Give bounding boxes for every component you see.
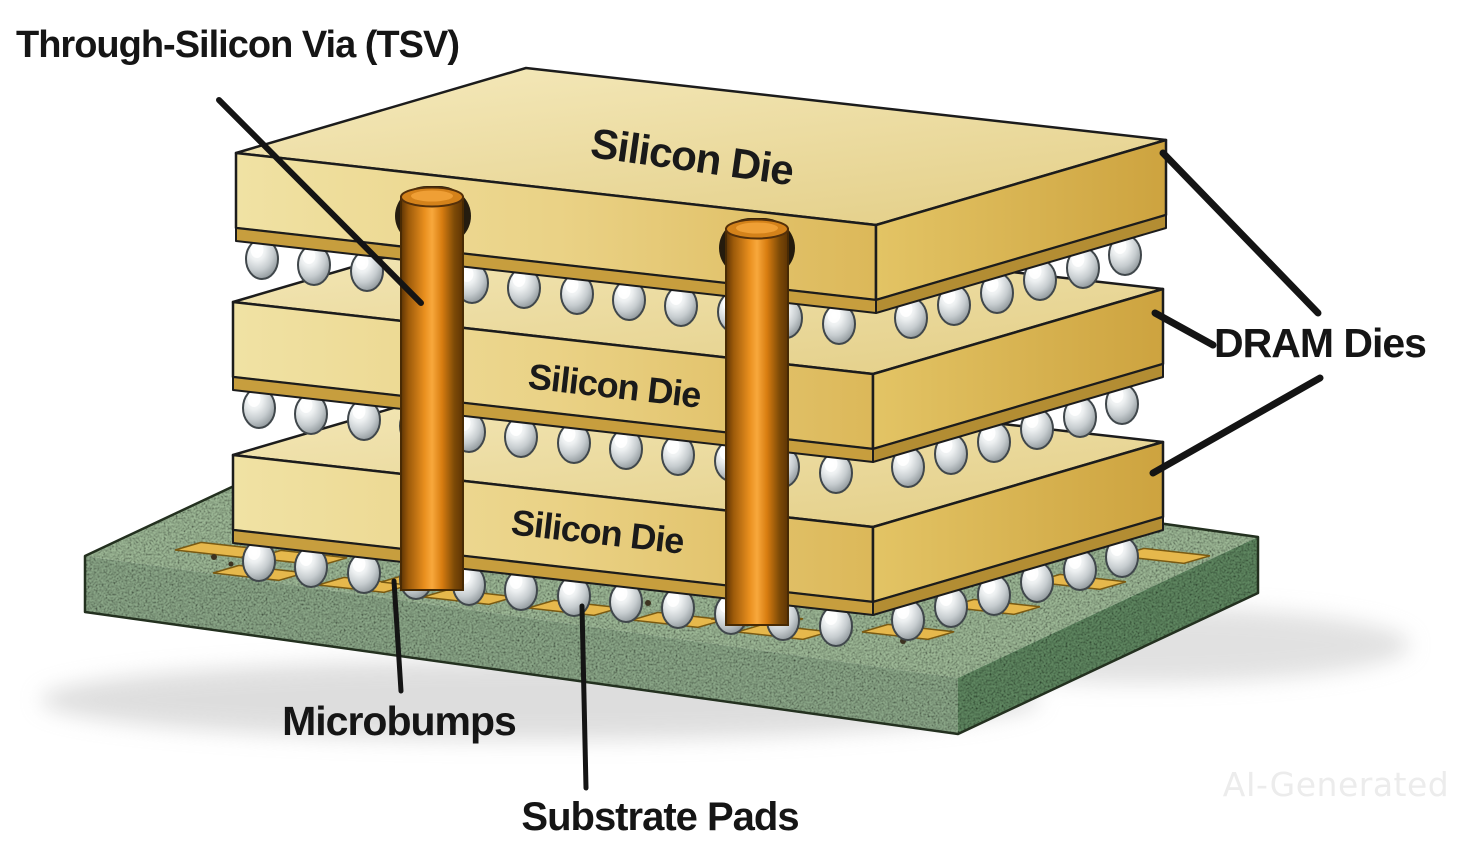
label-microbumps: Microbumps [282, 698, 516, 744]
tsv-pillar-right [719, 218, 795, 626]
label-dram-dies: DRAM Dies [1214, 320, 1426, 366]
die-bottom-strip-right [872, 516, 1164, 616]
tsv-pillar-left [395, 186, 471, 591]
die-top-strip-right [875, 214, 1167, 314]
watermark: AI-Generated [1223, 765, 1450, 804]
pointer-line-dram-top [1159, 149, 1322, 317]
substrate-front-face [85, 556, 958, 734]
tsv-cap-highlight [411, 190, 453, 202]
label-tsv: Through-Silicon Via (TSV) [16, 24, 459, 66]
tsv-shaft [400, 196, 464, 591]
pointer-lines [216, 97, 1324, 791]
die-middle-strip-right [872, 363, 1164, 463]
pointer-line-substrate-pads [579, 603, 589, 791]
tsv-cap-highlight [736, 222, 778, 234]
pointer-line-dram-middle [1151, 309, 1217, 349]
label-substrate-pads: Substrate Pads [521, 795, 798, 839]
pointer-line-tsv [216, 97, 424, 306]
substrate-right-face [958, 537, 1258, 734]
pointer-line-microbumps [391, 578, 404, 694]
die-top [234, 66, 1168, 314]
tsv-pillars [395, 186, 795, 626]
tsv-shaft [725, 228, 789, 626]
pointer-line-dram-bottom [1149, 374, 1324, 477]
